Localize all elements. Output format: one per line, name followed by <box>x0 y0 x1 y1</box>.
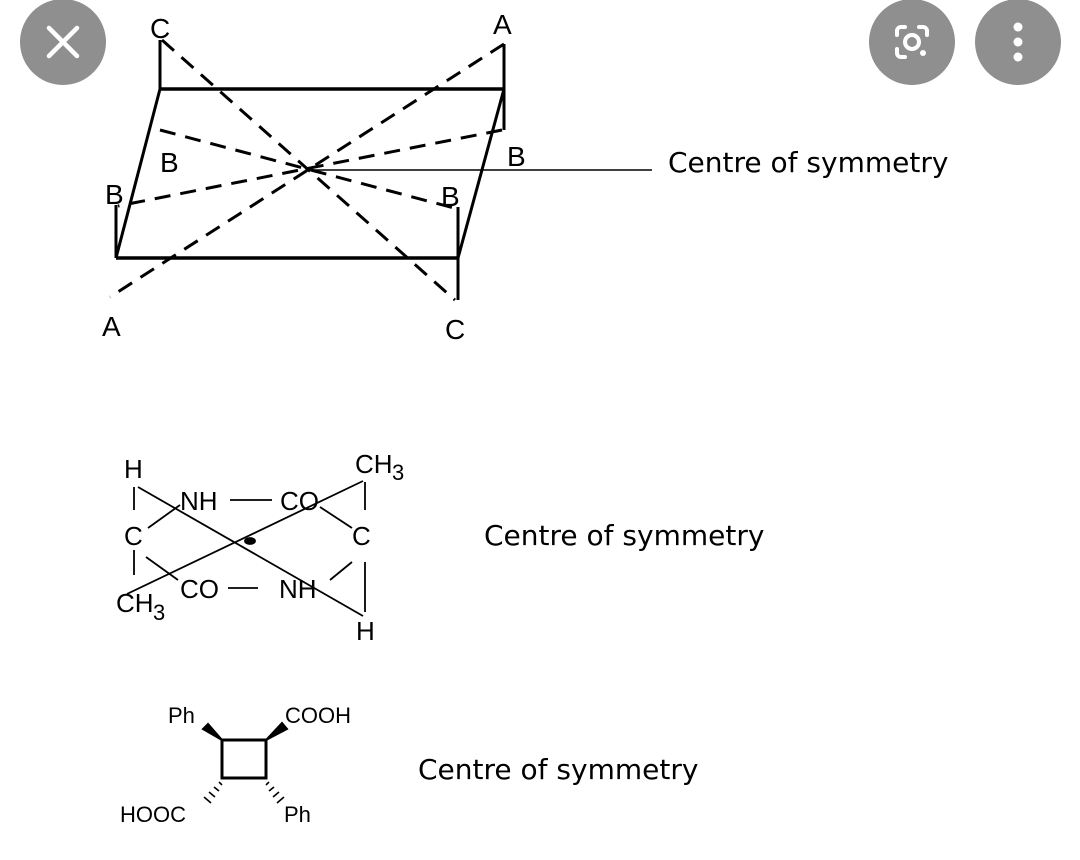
label-nh-bottom: NH <box>279 574 317 604</box>
label-ch-top: CH <box>355 449 393 479</box>
lens-search-icon <box>895 25 929 59</box>
more-options-button[interactable] <box>975 0 1061 85</box>
caption-centre-of-symmetry-1: Centre of symmetry <box>668 146 948 179</box>
label-nh-top: NH <box>180 486 218 516</box>
label-ch-bottom: CH <box>116 588 154 618</box>
label-co-top: CO <box>280 486 319 516</box>
close-icon <box>46 25 80 59</box>
figure3-ring <box>201 721 289 804</box>
label-3-top: 3 <box>392 460 404 485</box>
label-b-inner-left: B <box>160 147 179 178</box>
label-c-left: C <box>124 521 143 551</box>
label-a-bottom: A <box>102 311 121 342</box>
figure2-bonds <box>126 480 366 617</box>
figure1-labels: C A B B B B A C Centre of symmetry <box>102 9 948 345</box>
label-co-bottom: CO <box>180 574 219 604</box>
figure3-labels: Ph COOH HOOC Ph Centre of symmetry <box>120 703 698 827</box>
label-b-outer-right: B <box>441 181 460 212</box>
label-a-top: A <box>493 9 512 40</box>
label-c-right: C <box>352 521 371 551</box>
figure2-labels: H NH CO CH 3 C C CH 3 CO NH H Centre of … <box>116 449 764 646</box>
label-h-bottom: H <box>356 616 375 646</box>
figure1-parallelogram <box>109 38 652 302</box>
label-c-bottom: C <box>445 314 465 345</box>
label-b-inner-right: B <box>507 141 526 172</box>
label-c-top: C <box>150 13 170 44</box>
label-ph-top: Ph <box>168 703 195 728</box>
close-button[interactable] <box>20 0 106 85</box>
caption-centre-of-symmetry-3: Centre of symmetry <box>418 753 698 786</box>
label-hooc-bottom: HOOC <box>120 802 186 827</box>
more-vert-icon <box>1013 22 1023 62</box>
caption-centre-of-symmetry-2: Centre of symmetry <box>484 519 764 552</box>
label-ph-bottom: Ph <box>284 802 311 827</box>
label-h-top: H <box>124 454 143 484</box>
label-b-outer-left: B <box>105 179 124 210</box>
label-cooh-top: COOH <box>285 703 351 728</box>
lens-search-button[interactable] <box>869 0 955 85</box>
label-3-bottom: 3 <box>153 600 165 625</box>
